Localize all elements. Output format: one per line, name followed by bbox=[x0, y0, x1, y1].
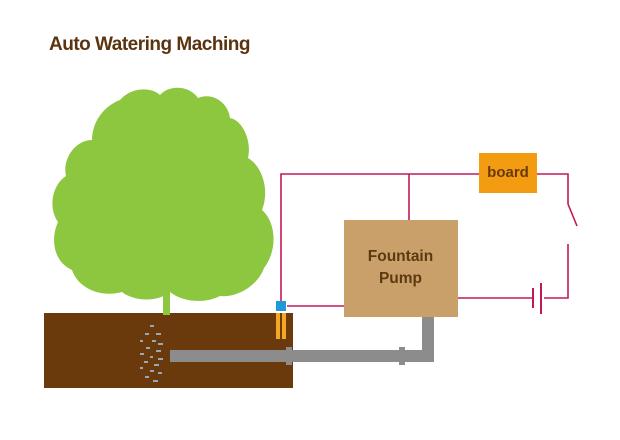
tree-icon bbox=[52, 87, 274, 315]
pump-label: Fountain Pump bbox=[344, 246, 457, 290]
fountain-pump bbox=[344, 220, 458, 317]
pump-label-line1: Fountain bbox=[367, 248, 434, 265]
pump-label-line2: Pump bbox=[378, 270, 423, 287]
sensor-icon bbox=[276, 301, 286, 311]
battery-icon bbox=[532, 283, 542, 314]
control-board bbox=[479, 153, 537, 193]
water-pipe bbox=[170, 316, 434, 365]
water-droplets bbox=[140, 325, 163, 382]
board-label: board bbox=[487, 164, 529, 181]
circuit-wires bbox=[280, 173, 578, 307]
diagram-title: Auto Watering Maching bbox=[49, 34, 250, 55]
moisture-probe bbox=[276, 301, 286, 339]
